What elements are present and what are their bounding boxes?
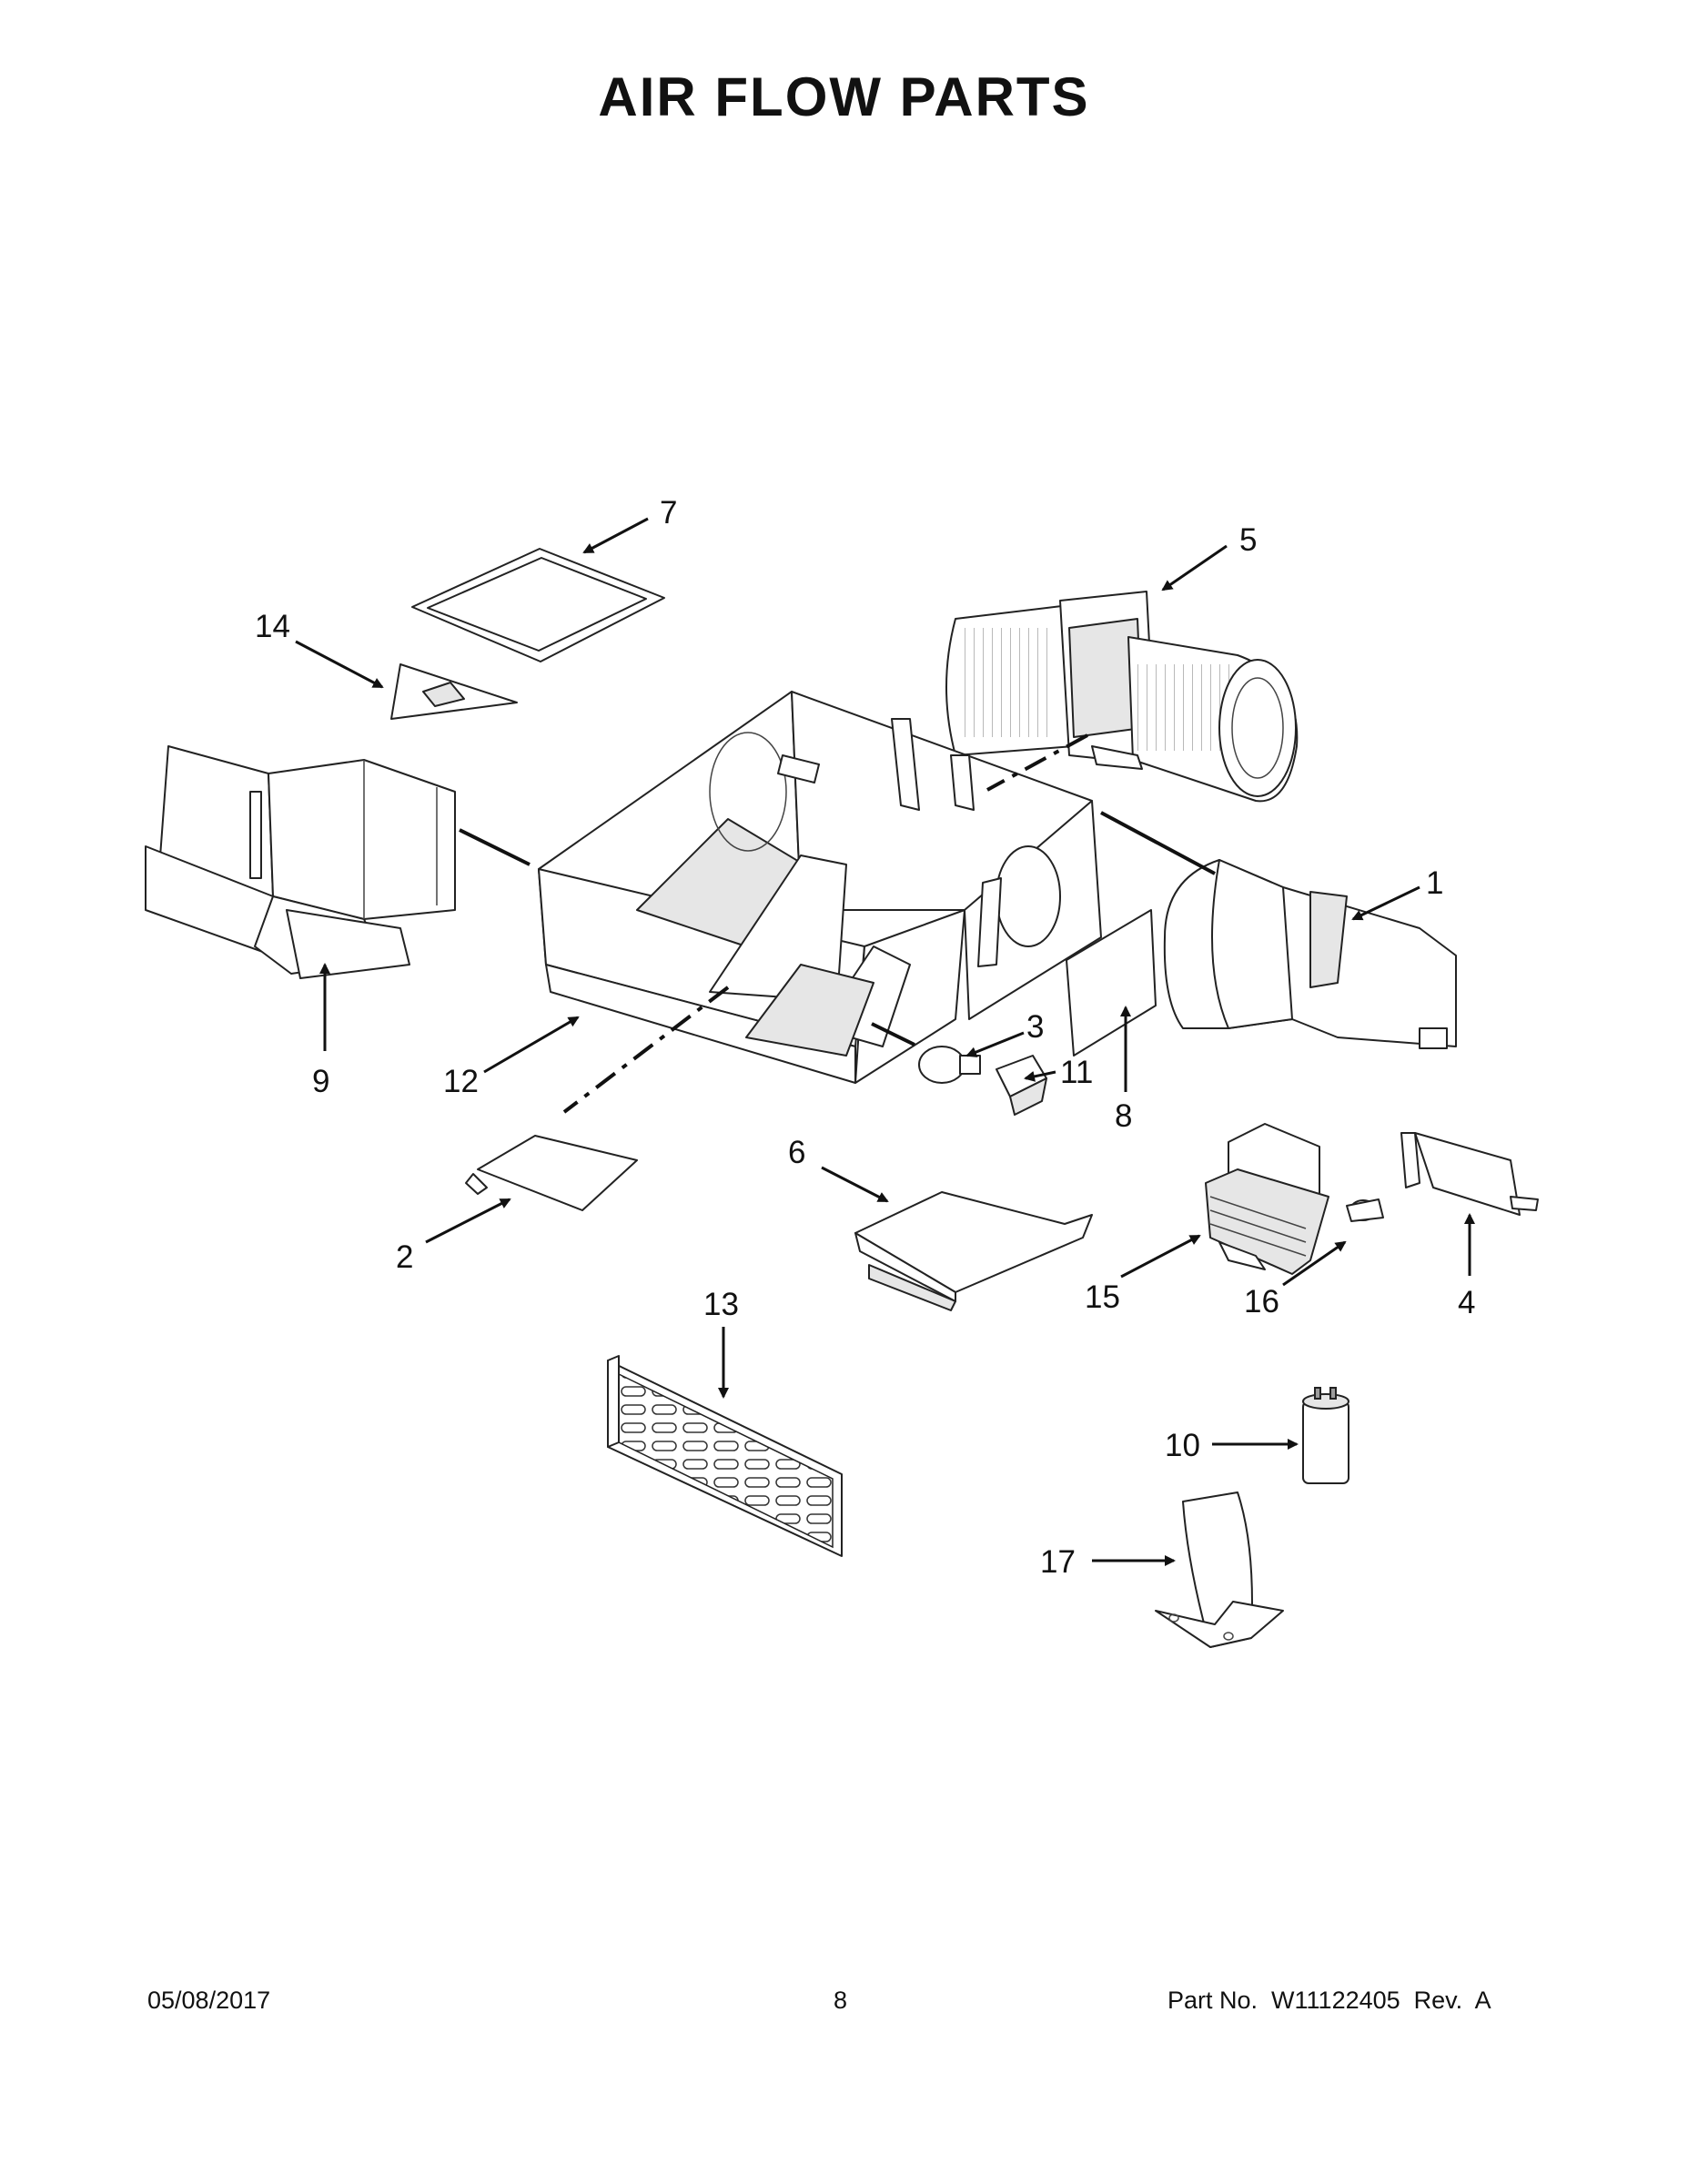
callout-9: 9: [312, 1064, 329, 1099]
callout-2: 2: [396, 1239, 413, 1275]
part-15-transformer: [1205, 1123, 1329, 1275]
part-1-duct-cover: [1163, 859, 1457, 1049]
part-5-blower-motor: [945, 591, 1299, 803]
leader-lines: [295, 517, 1475, 1566]
footer-page-number: 8: [834, 1987, 848, 2014]
callout-labels: 7 14 5 1 9 12 3 11 8 2 6 15 16 4 13 10 1…: [255, 495, 1475, 1580]
callout-16: 16: [1244, 1284, 1279, 1320]
part-10-capacitor: [1302, 1387, 1349, 1484]
part-8-plate: [1066, 909, 1157, 1057]
footer-date: 05/08/2017: [147, 1987, 271, 2014]
part-16-thermostat: [1346, 1198, 1384, 1222]
callout-10: 10: [1165, 1428, 1200, 1463]
callout-14: 14: [255, 609, 290, 644]
part-14-plate: [390, 663, 518, 720]
callout-3: 3: [1026, 1009, 1044, 1045]
callout-4: 4: [1458, 1285, 1475, 1320]
callout-15: 15: [1085, 1279, 1120, 1315]
callout-5: 5: [1239, 522, 1257, 558]
callout-1: 1: [1426, 865, 1443, 901]
callout-11: 11: [1060, 1055, 1093, 1090]
callout-6: 6: [788, 1135, 805, 1170]
footer-part-number: Part No. W11122405 Rev. A: [1167, 1987, 1491, 2014]
part-13-grille: [607, 1355, 843, 1557]
callout-13: 13: [703, 1287, 739, 1322]
part-3-bulb: [918, 1046, 981, 1084]
page-title: AIR FLOW PARTS: [598, 66, 1090, 127]
callout-7: 7: [660, 495, 677, 531]
part-11-socket: [996, 1055, 1047, 1116]
part-12-base: [538, 691, 1102, 1084]
part-7-filter: [411, 548, 665, 662]
callout-8: 8: [1115, 1098, 1132, 1134]
part-2-plate: [465, 1135, 638, 1211]
part-6-cover: [854, 1191, 1093, 1311]
part-17-duct-piece: [1155, 1491, 1284, 1648]
callout-17: 17: [1040, 1544, 1076, 1580]
part-4-bracket: [1400, 1132, 1539, 1216]
callout-12: 12: [443, 1064, 479, 1099]
part-9-side-duct: [145, 745, 456, 979]
